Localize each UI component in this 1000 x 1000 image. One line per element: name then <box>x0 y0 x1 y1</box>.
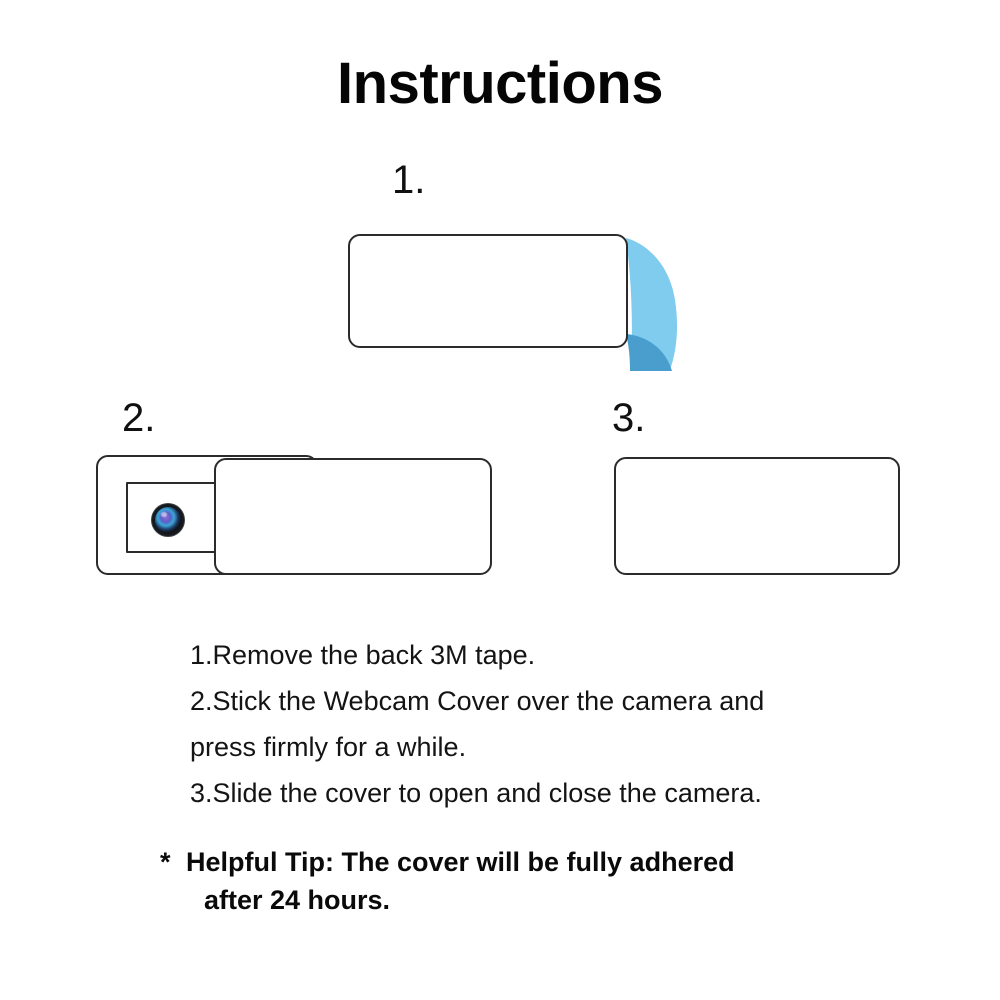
helpful-tip-line-2: after 24 hours. <box>204 885 391 915</box>
figure-step-1 <box>330 222 690 387</box>
step-number-2: 2. <box>122 396 156 440</box>
instruction-line: 2.Stick the Webcam Cover over the camera… <box>190 686 765 716</box>
camera-lens-icon <box>155 507 181 533</box>
instruction-line: 3.Slide the cover to open and close the … <box>190 778 762 808</box>
asterisk-icon: * <box>160 847 171 877</box>
page-title: Instructions <box>337 51 663 116</box>
helpful-tip-line-1: * Helpful Tip: The cover will be fully ad… <box>160 843 920 881</box>
instruction-line: 1.Remove the back 3M tape. <box>190 640 536 670</box>
figure-step-3 <box>614 457 900 575</box>
peel-tab-icon <box>626 238 678 371</box>
instruction-text-block: 1.Remove the back 3M tape. 2.Stick the W… <box>190 632 890 816</box>
figure-step-2 <box>96 455 496 577</box>
instruction-line: press firmly for a while. <box>190 732 467 762</box>
cover-body-step-3 <box>614 457 900 575</box>
step-number-1: 1. <box>392 158 426 202</box>
step-number-3: 3. <box>612 396 646 440</box>
helpful-tip-block: * Helpful Tip: The cover will be fully ad… <box>160 843 920 919</box>
cover-slider-step-2 <box>214 458 492 575</box>
cover-body-step-1 <box>348 234 628 348</box>
helpful-tip-text: Helpful Tip: The cover will be fully adh… <box>186 847 735 877</box>
